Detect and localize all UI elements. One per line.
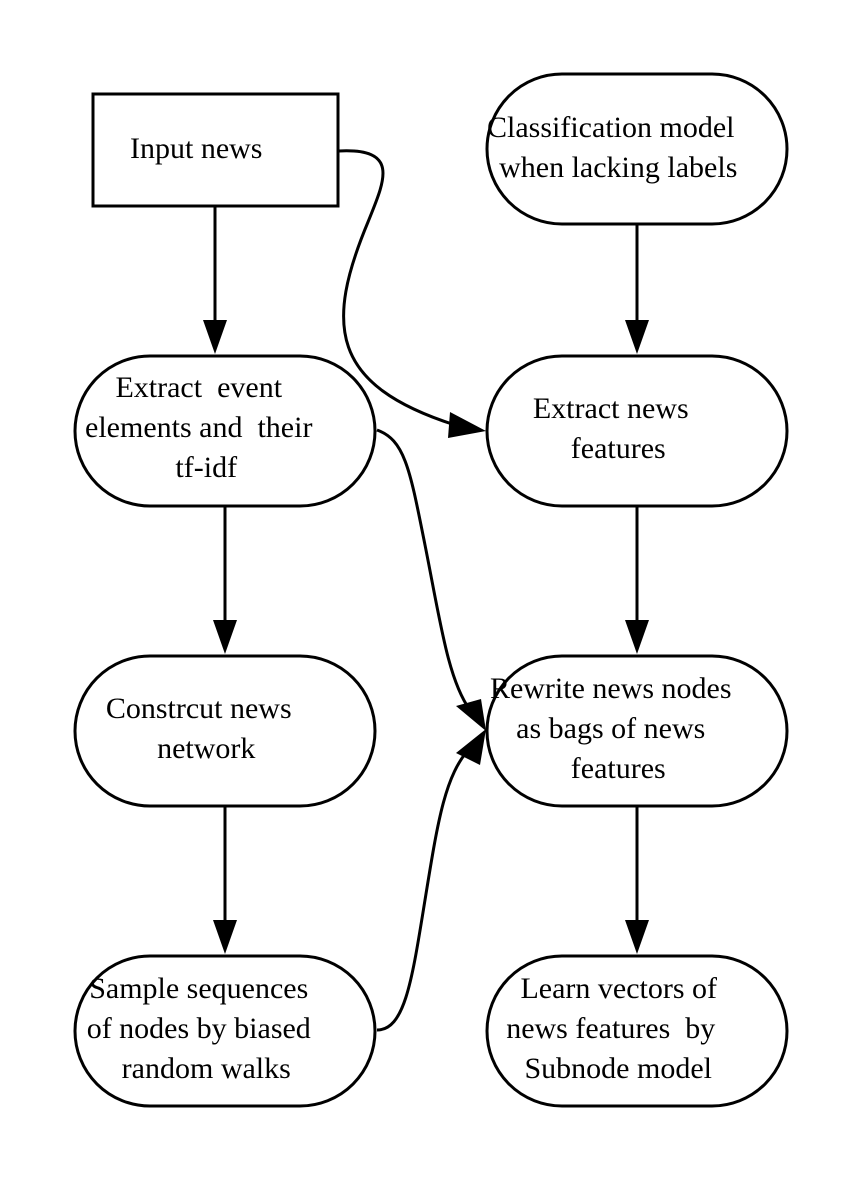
- node-extract-event-elements-label: Extract event elements and their tf-idf: [85, 371, 365, 484]
- node-text-line: of nodes by biased: [87, 1012, 311, 1045]
- node-text-line: Classification model: [487, 111, 734, 144]
- node-text-line: as bags of news: [516, 712, 705, 745]
- node-input-news-label: Input news: [130, 132, 300, 165]
- node-text-line: Extract event: [115, 371, 282, 404]
- node-classification-model-label: Classification model when lacking labels: [487, 111, 787, 184]
- arrowhead-construct: [213, 620, 237, 654]
- edge-sample-to-rewrite: [376, 746, 472, 1032]
- node-extract-news-features: Extract news features: [485, 354, 789, 508]
- node-extract-event-elements-box: [73, 354, 377, 508]
- arrowhead-rewrite-from-sample: [456, 729, 486, 765]
- node-extract-event-elements: Extract event elements and their tf-idf: [73, 354, 377, 508]
- node-text-line: features: [571, 432, 666, 465]
- node-learn-vectors: Learn vectors of news features by Subnod…: [485, 954, 789, 1108]
- node-learn-vectors-label: Learn vectors of news features by Subnod…: [506, 972, 769, 1085]
- node-text-line: elements and their: [85, 411, 312, 444]
- arrowhead-extract-features-from-classification: [625, 320, 649, 354]
- arrowhead-extract-event: [203, 320, 227, 354]
- node-rewrite-news-nodes-box: [485, 654, 789, 808]
- node-sample-sequences-box: [73, 954, 377, 1108]
- node-classification-model-box: [485, 72, 789, 226]
- node-text-line: when lacking labels: [499, 151, 737, 184]
- arrowhead-learn: [625, 920, 649, 954]
- node-construct-news-network-label: Constrcut news network: [106, 692, 344, 765]
- arrowhead-rewrite-from-extract-event: [456, 699, 486, 731]
- node-text-line: Rewrite news nodes: [490, 672, 732, 705]
- node-input-news-box: [91, 92, 340, 208]
- node-sample-sequences-label: Sample sequences of nodes by biased rand…: [87, 972, 364, 1085]
- node-sample-sequences: Sample sequences of nodes by biased rand…: [73, 954, 377, 1108]
- edges: [203, 149, 649, 1032]
- node-text-line: Learn vectors of: [520, 972, 717, 1005]
- node-rewrite-news-nodes: Rewrite news nodes as bags of news featu…: [485, 654, 789, 808]
- node-learn-vectors-box: [485, 954, 789, 1108]
- node-text-line: Subnode model: [525, 1052, 713, 1085]
- node-construct-news-network-box: [73, 654, 377, 808]
- node-construct-news-network: Constrcut news network: [73, 654, 377, 808]
- node-text-line: Extract news: [533, 392, 689, 425]
- node-text-line: Constrcut news: [106, 692, 292, 725]
- edge-extract-event-to-rewrite: [376, 428, 472, 711]
- node-classification-model: Classification model when lacking labels: [485, 72, 789, 226]
- node-text-line: network: [157, 732, 255, 765]
- node-text-line: random walks: [122, 1052, 291, 1085]
- node-text-line: news features by: [506, 1012, 715, 1045]
- node-text-line: Input news: [130, 132, 262, 165]
- node-extract-news-features-label: Extract news features: [533, 392, 741, 465]
- node-input-news: Input news: [91, 92, 340, 208]
- node-extract-news-features-box: [485, 354, 789, 508]
- node-rewrite-news-nodes-label: Rewrite news nodes as bags of news featu…: [490, 672, 784, 785]
- arrowhead-extract-features-from-input: [448, 412, 486, 438]
- arrowhead-sample: [213, 920, 237, 954]
- edge-input-to-extract-features: [338, 149, 456, 427]
- arrowhead-rewrite-from-extract-features: [625, 620, 649, 654]
- node-text-line: features: [571, 752, 666, 785]
- node-text-line: Sample sequences: [89, 972, 308, 1005]
- node-text-line: tf-idf: [175, 451, 237, 484]
